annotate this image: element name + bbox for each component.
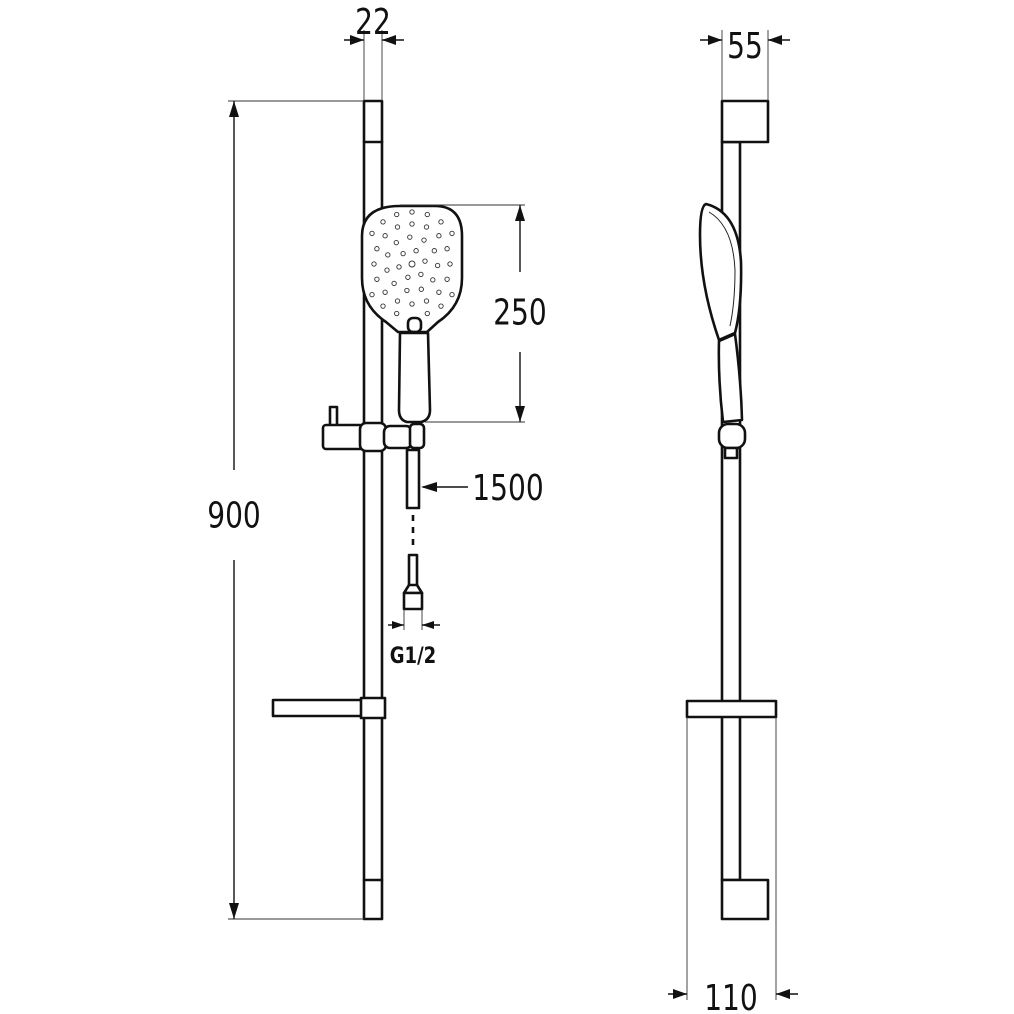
spray-nozzle xyxy=(409,221,415,227)
side-soap-shelf xyxy=(685,699,778,719)
spray-nozzle xyxy=(431,248,437,254)
spray-nozzle xyxy=(409,301,415,307)
spray-nozzle xyxy=(382,289,388,295)
spray-nozzle xyxy=(404,287,410,294)
dimension-bracket-depth: 55 xyxy=(700,25,790,101)
spray-nozzle xyxy=(423,298,430,304)
spray-mode-button xyxy=(406,316,423,334)
spray-nozzle xyxy=(438,219,444,225)
hand-shower-handle xyxy=(397,331,432,424)
dimension-rail-width: 22 xyxy=(344,1,404,101)
spray-nozzle xyxy=(380,303,386,309)
bracket-holder-cap xyxy=(408,422,426,450)
hose-length-label: 1500 xyxy=(472,467,543,509)
callout-hose-length: 1500 xyxy=(421,467,544,509)
hose-connection-nut xyxy=(402,591,424,611)
spray-nozzle xyxy=(444,246,450,252)
slider-bracket xyxy=(321,405,426,453)
side-bracket-tail xyxy=(723,446,739,460)
spray-nozzle xyxy=(422,258,428,264)
side-view: 55 110 xyxy=(668,25,798,1014)
hose-lower-fitting xyxy=(407,553,419,589)
spray-nozzle xyxy=(394,298,401,304)
side-shower-handle xyxy=(717,332,744,424)
spray-nozzle xyxy=(394,224,401,230)
side-shower-face xyxy=(708,211,736,327)
dimension-handshower-height: 250 xyxy=(400,204,547,423)
spray-nozzle xyxy=(393,239,399,246)
front-view: 22 900 250 1500 xyxy=(207,1,547,921)
soap-shelf xyxy=(271,696,387,720)
side-top-bracket xyxy=(720,99,770,144)
spray-nozzle xyxy=(409,209,415,215)
bracket-clamp xyxy=(358,421,388,453)
side-bracket-body xyxy=(717,422,747,450)
shower-hose xyxy=(402,448,424,611)
spray-nozzle xyxy=(400,250,406,257)
spray-nozzle xyxy=(369,230,375,237)
spray-nozzle xyxy=(413,248,419,254)
bracket-arm xyxy=(321,423,365,451)
spray-nozzle xyxy=(424,310,430,317)
handshower-height-label: 250 xyxy=(493,291,547,333)
rail-width-label: 22 xyxy=(355,1,391,43)
spray-nozzle xyxy=(407,234,413,240)
spray-nozzles xyxy=(369,209,455,317)
spray-nozzle xyxy=(394,211,400,218)
spray-nozzle xyxy=(438,303,444,309)
spray-nozzle xyxy=(405,274,411,280)
spray-nozzle xyxy=(421,237,427,243)
spray-nozzle xyxy=(436,289,442,295)
spray-nozzle xyxy=(384,267,390,273)
spray-nozzle xyxy=(408,260,416,268)
thread-label: G1/2 xyxy=(390,642,436,668)
rail-height-label: 900 xyxy=(207,494,261,536)
spray-nozzle xyxy=(436,233,442,239)
dimension-rail-height: 900 xyxy=(207,100,364,920)
spray-nozzle xyxy=(449,291,455,298)
side-hand-shower xyxy=(698,202,744,424)
spray-nozzle xyxy=(391,280,397,287)
spray-nozzle xyxy=(424,211,430,218)
spray-nozzle xyxy=(385,252,391,258)
side-slider-bracket xyxy=(717,422,747,460)
spray-nozzle xyxy=(374,276,380,282)
spray-nozzle xyxy=(430,277,436,283)
soap-shelf-clamp xyxy=(359,696,387,720)
spray-nozzle xyxy=(447,261,453,267)
spray-nozzle xyxy=(394,310,400,317)
spray-nozzle xyxy=(382,233,388,239)
callout-thread: G1/2 xyxy=(388,609,440,668)
bracket-holder xyxy=(382,424,414,450)
spray-nozzle xyxy=(418,271,424,278)
hand-shower xyxy=(360,204,464,424)
spray-nozzle xyxy=(418,286,424,292)
spray-nozzle xyxy=(380,219,386,225)
dimension-overall-depth: 110 xyxy=(668,717,798,1014)
spray-nozzle xyxy=(423,224,430,230)
overall-depth-label: 110 xyxy=(704,977,758,1014)
spray-nozzle xyxy=(369,291,375,298)
spray-nozzle xyxy=(374,246,380,252)
side-bottom-bracket xyxy=(720,878,770,921)
spray-nozzle xyxy=(396,264,402,270)
spray-nozzle xyxy=(434,262,441,269)
hose-upper-fitting xyxy=(405,448,421,510)
spray-nozzle xyxy=(444,276,450,282)
bracket-depth-label: 55 xyxy=(727,25,763,67)
spray-nozzle xyxy=(449,230,455,237)
spray-nozzle xyxy=(371,261,377,267)
